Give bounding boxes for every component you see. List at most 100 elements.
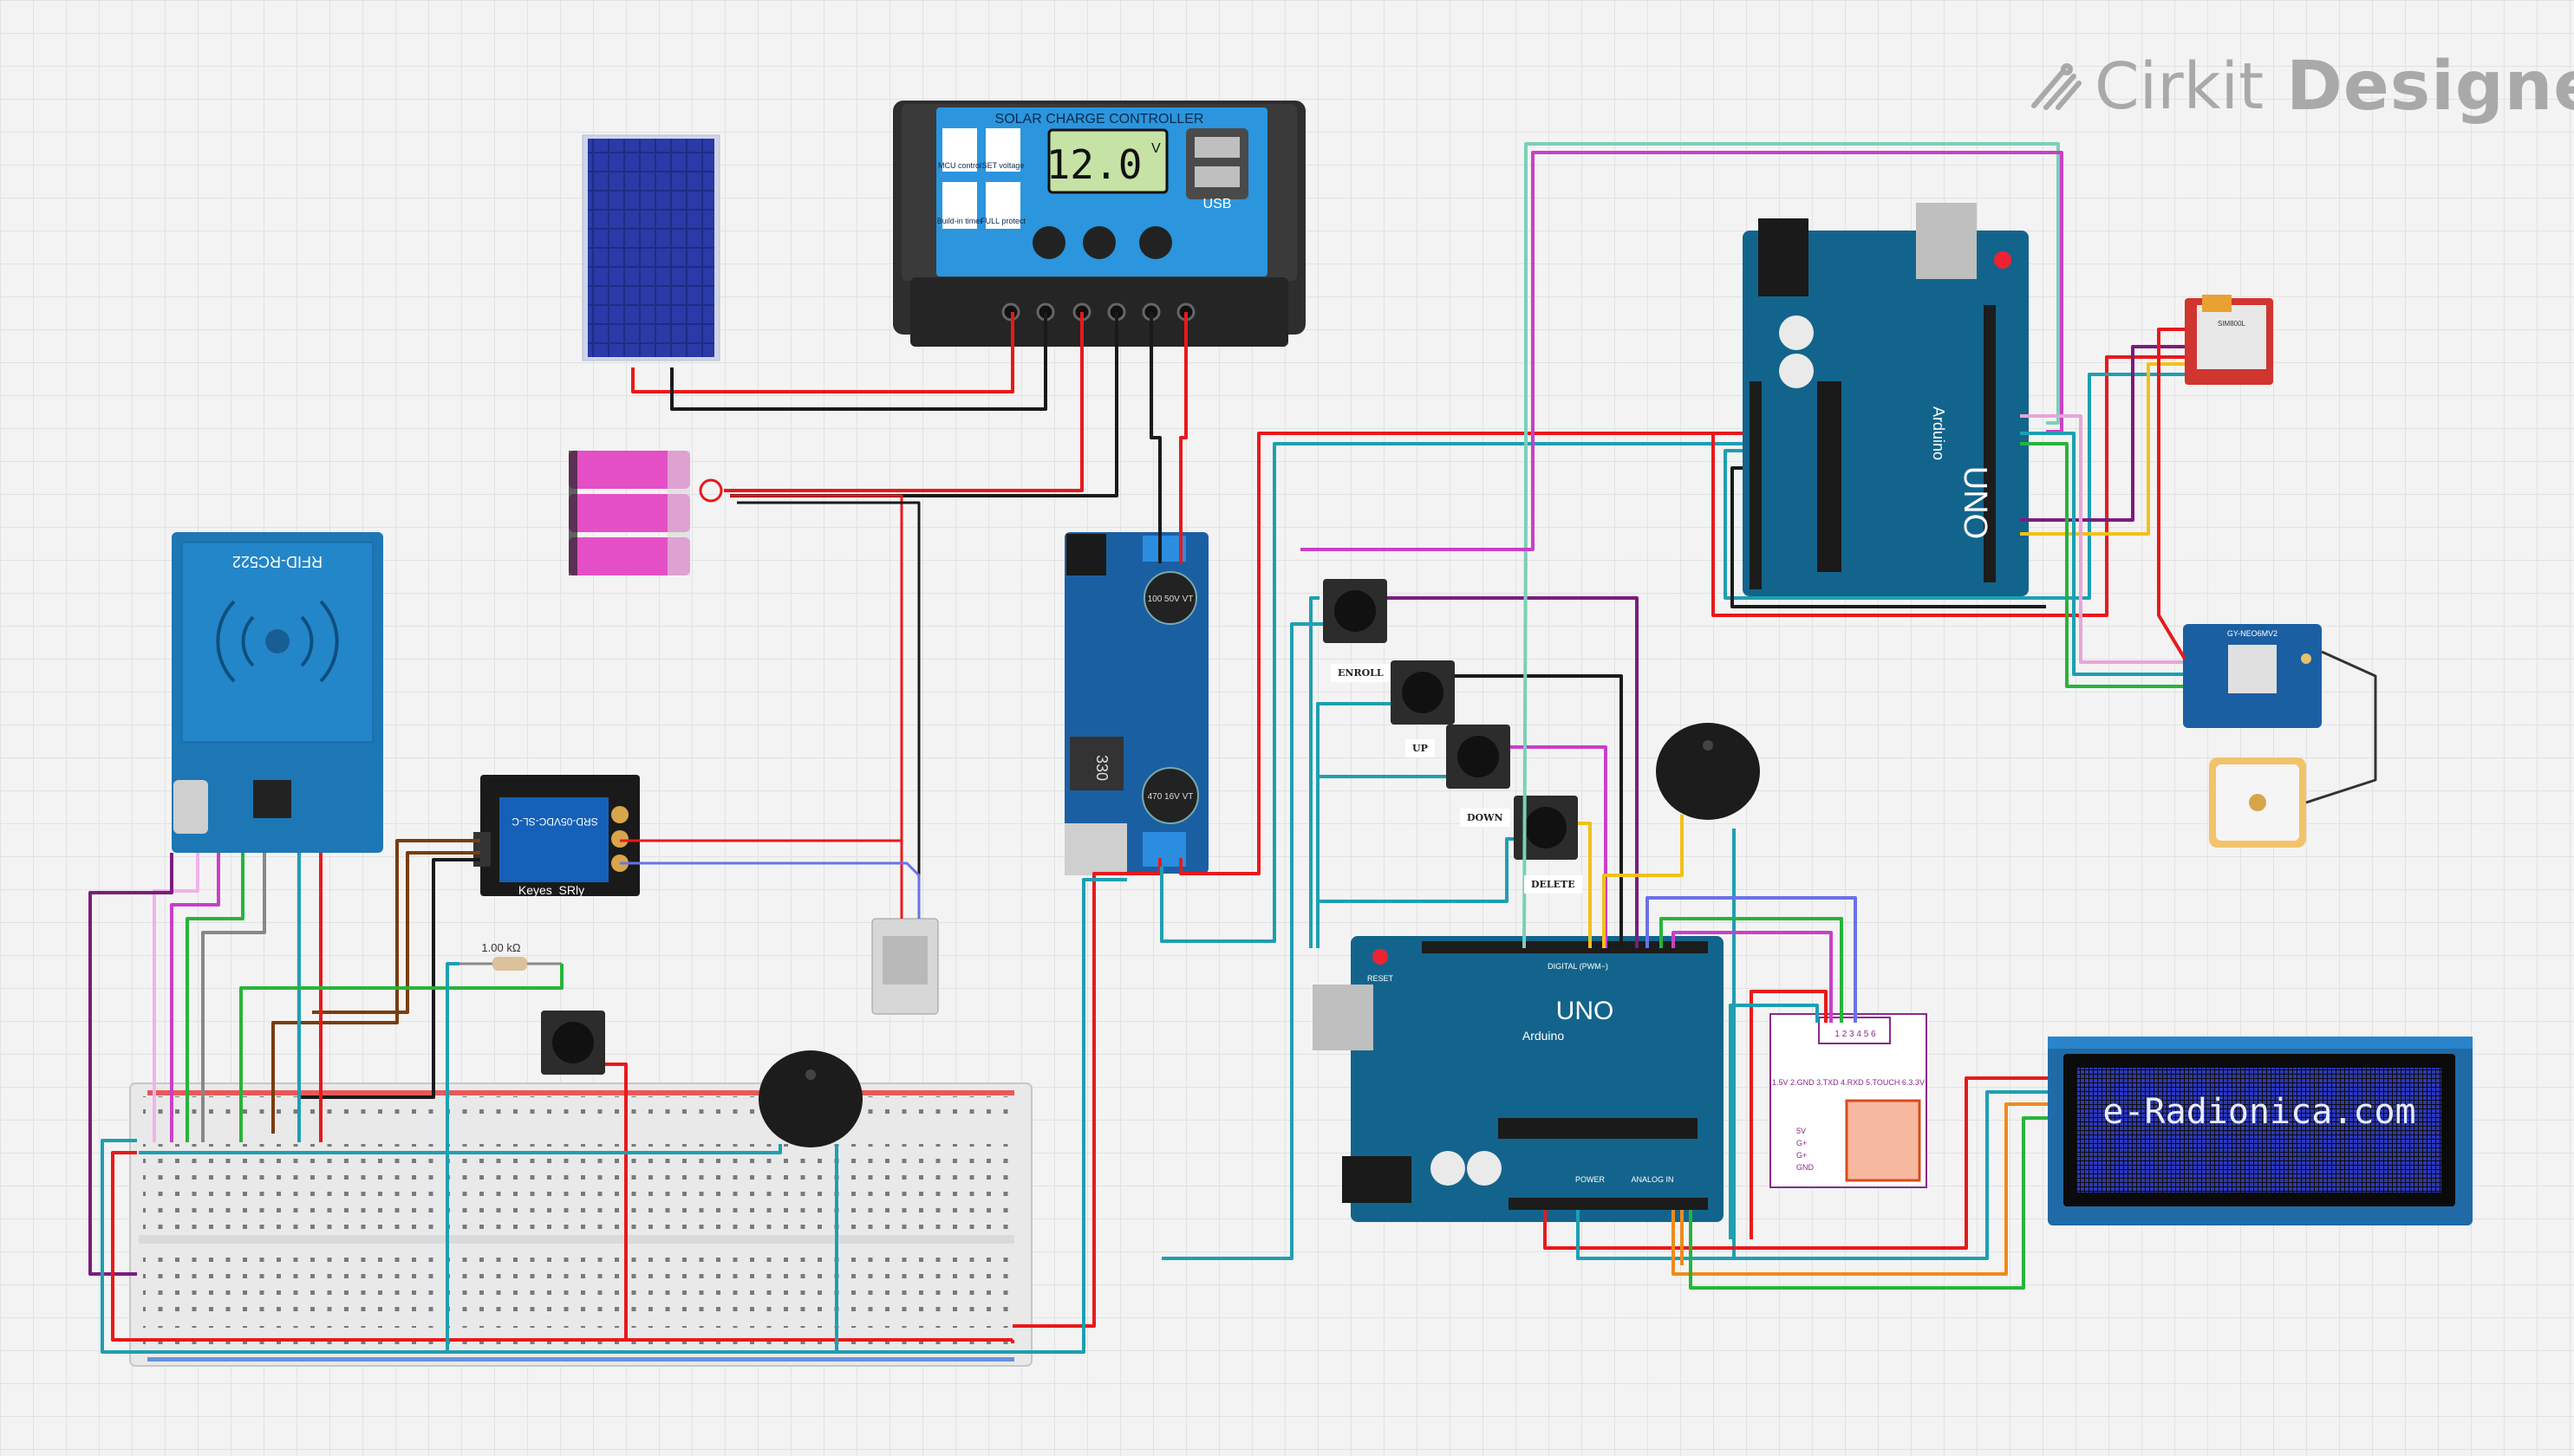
controller-display-unit: V xyxy=(1151,141,1161,156)
wire-buck-out-neg xyxy=(1013,858,1162,1328)
cirkit-wires-icon xyxy=(2031,63,2082,110)
delete-button[interactable] xyxy=(1514,796,1578,860)
controller-label-timer: Build-in timer xyxy=(937,217,983,225)
wire-top-mint xyxy=(1522,142,2060,949)
wire-delete-teal xyxy=(1318,837,1514,903)
solar-panel xyxy=(582,134,720,361)
arduino-top-brand: Arduino xyxy=(1930,406,1947,460)
buck-cap1: 100 50V VT xyxy=(1148,595,1194,604)
solenoid-lock xyxy=(871,918,939,1015)
gsm-module xyxy=(2185,295,2273,385)
controller-label-mcu: MCU control xyxy=(938,161,981,170)
gsm-model: SIM800L xyxy=(2218,320,2246,328)
enroll-button[interactable] xyxy=(1323,579,1387,643)
arduino-bottom-brand: Arduino xyxy=(1522,1029,1564,1043)
arduino-bottom-reset: RESET xyxy=(1367,974,1394,983)
wire-buck-gnd xyxy=(1013,878,1127,1354)
gps-module xyxy=(2183,624,2322,728)
product-name: Designer xyxy=(2286,48,2574,126)
battery-pack xyxy=(569,451,723,575)
wire-fp-green xyxy=(1659,917,1843,1023)
down-button[interactable] xyxy=(1446,725,1510,789)
solar-charge-controller xyxy=(893,101,1306,347)
relay-print: SRD-05VDC-SL-C xyxy=(512,816,598,828)
controller-display: 12.0 xyxy=(1046,141,1143,188)
wire-lcd-orange xyxy=(1671,1102,2048,1276)
wire-rfid-2 xyxy=(170,853,220,1142)
down-label: DOWN xyxy=(1460,809,1510,827)
wire-button-red xyxy=(605,1063,628,1340)
wire-resistor-teal xyxy=(446,962,459,1352)
wire-top-teal xyxy=(1724,373,2185,600)
wire-battery-positive xyxy=(724,312,1084,492)
buzzer-breadboard xyxy=(759,1050,863,1147)
wire-gps-green xyxy=(2020,442,2183,688)
fingerprint-pin-5v: 5V xyxy=(1796,1127,1806,1135)
lcd-display xyxy=(2048,1037,2473,1225)
wire-solar-negative xyxy=(670,312,1047,411)
wire-relay-nc xyxy=(620,861,921,919)
fingerprint-sensor xyxy=(1769,1013,1927,1188)
wire-rfid-4 xyxy=(201,853,266,1142)
wire-rfid-3 xyxy=(186,853,244,1142)
wire-solar-positive xyxy=(631,312,1014,393)
wire-gps-teal xyxy=(2020,432,2183,676)
wire-fp-blue xyxy=(1645,896,1857,1023)
up-label: UP xyxy=(1405,739,1435,757)
wire-rfid-1 xyxy=(153,853,199,1142)
arduino-top-model: UNO xyxy=(1957,466,1993,539)
wire-buzzer-right-yellow xyxy=(1602,815,1684,948)
controller-title: SOLAR CHARGE CONTROLLER xyxy=(995,112,1204,127)
rfid-reader xyxy=(172,532,383,853)
arduino-bottom-analog: ANALOG IN xyxy=(1631,1175,1673,1184)
wire-buck-out-pos xyxy=(1179,432,1732,875)
wires xyxy=(88,142,2377,1354)
delete-label: DELETE xyxy=(1524,875,1582,894)
up-button[interactable] xyxy=(1391,660,1455,725)
wire-load-negative xyxy=(1150,312,1162,563)
wire-rfid-purple xyxy=(88,853,173,1276)
wire-relay-com xyxy=(620,839,903,919)
wire-fp-purple xyxy=(1671,931,1833,1023)
wire-battery-solenoid xyxy=(730,494,903,919)
wire-nano-red xyxy=(111,1151,1013,1342)
controller-usb-label: USB xyxy=(1203,197,1232,211)
wire-fp-teal xyxy=(1729,1004,1819,1239)
gps-antenna xyxy=(2209,757,2306,848)
wire-load-positive xyxy=(1179,312,1188,563)
relay-module xyxy=(473,775,640,896)
wire-gps-pink xyxy=(2020,414,2183,664)
arduino-bottom-model: UNO xyxy=(1556,997,1614,1025)
resistor-value: 1.00 kΩ xyxy=(481,941,520,954)
wire-resistor-green xyxy=(239,964,564,1142)
buck-inductor: 330 xyxy=(1093,755,1111,781)
wire-relay-brown2 xyxy=(312,851,480,1014)
controller-label-full: FULL protect xyxy=(981,217,1026,225)
wire-fp-red xyxy=(1750,990,1828,1239)
fingerprint-pin-g2: G+ xyxy=(1796,1151,1807,1160)
arduino-bottom-power: POWER xyxy=(1575,1175,1606,1184)
resistor xyxy=(459,957,562,971)
wire-lcd-green xyxy=(1689,1116,2048,1290)
buck-converter xyxy=(1065,532,1209,875)
arduino-bottom-digital: DIGITAL (PWM~) xyxy=(1548,962,1608,971)
wire-battery-solenoid-neg xyxy=(737,501,921,919)
wire-relay-black xyxy=(300,858,480,1099)
wire-delete-yellow xyxy=(1578,822,1592,948)
rfid-model: RFID-RC522 xyxy=(232,553,323,570)
enroll-label: ENROLL xyxy=(1331,664,1391,682)
controller-label-set: SET voltage xyxy=(982,161,1025,170)
wire-enroll-teal2 xyxy=(1309,596,1320,948)
fingerprint-pin-gnd: GND xyxy=(1796,1163,1815,1172)
wire-gsm-yellow xyxy=(2020,362,2185,536)
breadboard-button[interactable] xyxy=(541,1011,605,1075)
wire-relay-brown xyxy=(271,839,480,1134)
wire-top-red xyxy=(1711,355,2185,617)
fingerprint-header: 1 2 3 4 5 6 xyxy=(1834,1030,1876,1039)
wire-nano-teal xyxy=(101,1139,1013,1354)
wire-up-black xyxy=(1455,674,1623,948)
buzzer-right xyxy=(1656,723,1760,820)
fingerprint-pin-g1: G+ xyxy=(1796,1139,1807,1147)
breadboard xyxy=(129,1082,1033,1367)
